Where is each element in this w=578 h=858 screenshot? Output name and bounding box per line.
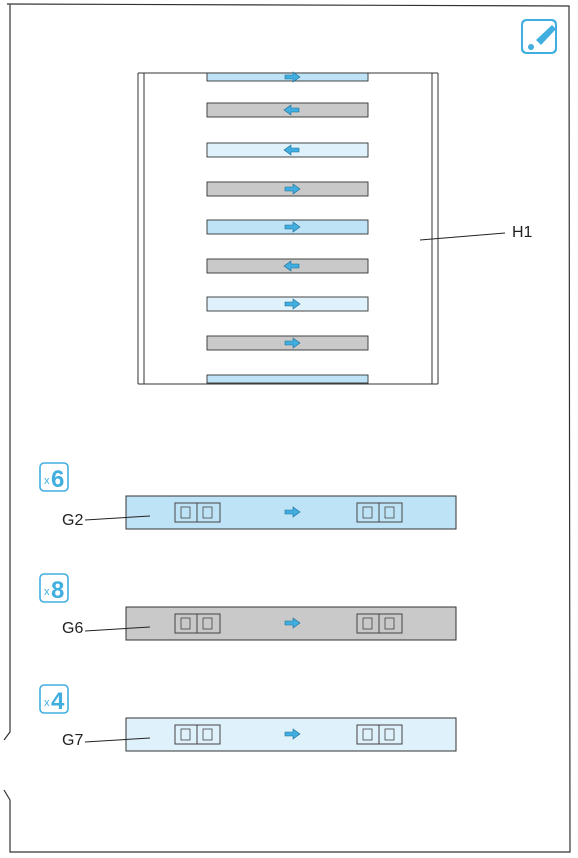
page-border [3,3,571,853]
connector-right [356,502,403,523]
quantity-value: 6 [51,466,64,493]
arrow-right-icon [284,183,301,195]
connector-pin [384,506,395,519]
assembly-frame [137,72,439,385]
connector-pin [180,506,191,519]
leader-line-h1 [419,232,506,241]
part-label-2: G7 [62,732,84,749]
connector-pin [202,728,213,741]
arrow-right-icon [284,506,301,518]
connector-pin [384,617,395,630]
connector-pin [362,617,373,630]
connector-pin [362,728,373,741]
quantity-prefix: x [44,586,50,598]
badge-box [39,573,69,603]
connector-pin [202,506,213,519]
slat-0 [206,71,369,83]
slat-bar [206,374,369,384]
badge-box [39,462,69,492]
arrow-right-icon [284,617,301,629]
connector-pin [202,617,213,630]
connector-pin [180,617,191,630]
slat-1 [206,102,369,118]
connector-left [174,502,221,523]
label-h1: H1 [512,224,533,241]
connector-pin [362,506,373,519]
connector-right [356,613,403,634]
slat-6 [206,296,369,312]
arrow-left-icon [283,104,300,116]
arrow-left-icon [283,260,300,272]
connector-right [356,724,403,745]
slat-8 [206,374,369,384]
quantity-prefix: x [44,697,50,709]
leader-line [84,515,151,521]
leader-line [84,737,151,743]
arrow-right-icon [284,221,301,233]
slat-4 [206,219,369,235]
part-label-0: G2 [62,512,84,529]
slat-2 [206,142,369,158]
arrow-right-icon [284,71,301,83]
assembly-slats [206,71,369,384]
arrow-right-icon [284,728,301,740]
part-label-1: G6 [62,620,84,637]
arrow-right-icon [284,298,301,310]
arrow-left-icon [283,144,300,156]
slat-3 [206,181,369,197]
slat-5 [206,258,369,274]
slat-7 [206,335,369,351]
connector-pin [180,728,191,741]
quantity-value: 4 [51,688,65,715]
leader-line [84,626,151,632]
arrow-right-icon [284,337,301,349]
quantity-value: 8 [51,577,64,604]
connector-pin [384,728,395,741]
marker-pen-icon [521,19,557,54]
quantity-prefix: x [44,475,50,487]
connector-left [174,613,221,634]
connector-left [174,724,221,745]
badge-box [39,684,69,714]
